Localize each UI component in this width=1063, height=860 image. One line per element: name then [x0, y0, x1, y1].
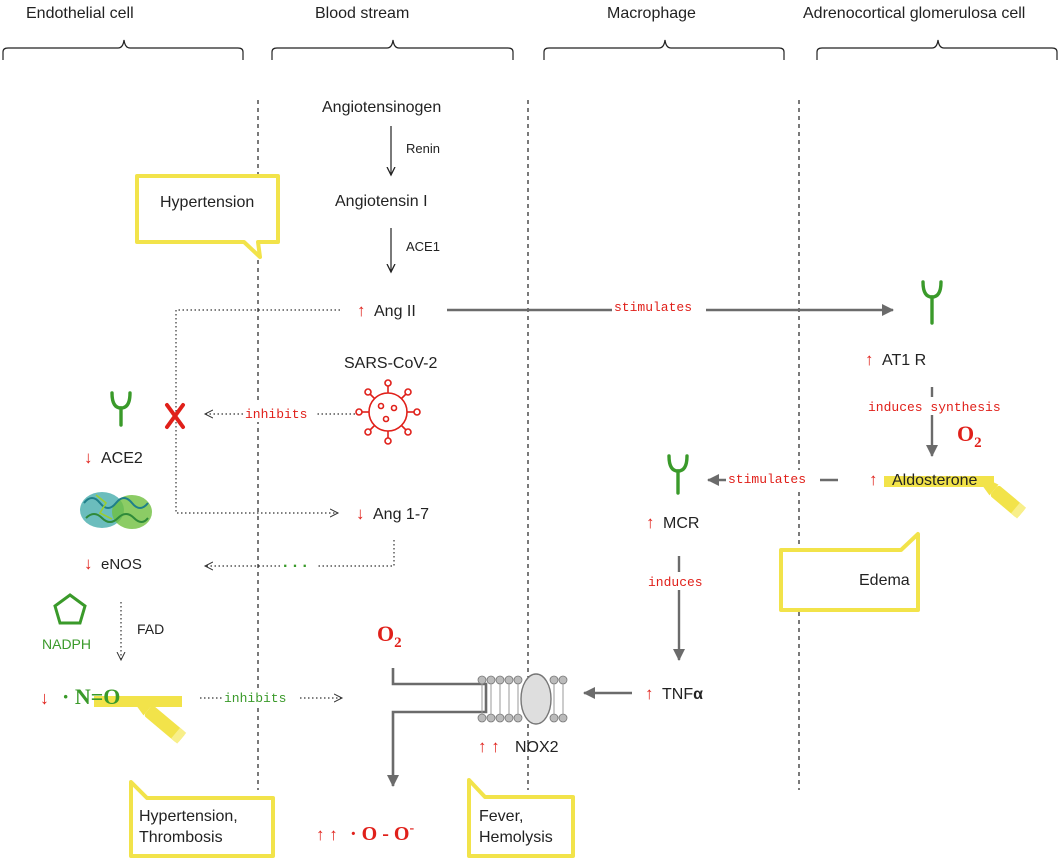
superoxide-sup: - [409, 821, 414, 836]
o2-blood-sub: 2 [394, 635, 402, 651]
at1r-label: AT1 R [882, 352, 926, 369]
at1r-up: ↑ [865, 350, 874, 369]
label-bg-dots [280, 558, 316, 572]
sars-cov-2-label: SARS-CoV-2 [344, 355, 437, 372]
callout-ht-line1: Hypertension, [139, 808, 238, 825]
callout-ht-line2: Thrombosis [139, 829, 223, 846]
renin-label: Renin [406, 141, 440, 156]
aldosterone-highlighter-icon [982, 479, 1027, 519]
header-adrenal: Adrenocortical glomerulosa cell [803, 5, 1025, 22]
enos-label: eNOS [101, 556, 142, 573]
no-down: ↓ [40, 688, 49, 708]
highlighter-pen-icon [136, 699, 187, 744]
inhibits-label-no: inhibits [224, 691, 286, 706]
ace2-down: ↓ [84, 448, 93, 467]
label-bg-induces [646, 572, 712, 590]
label-bg-stimulates-ang [612, 298, 706, 316]
no-label: · N=O [62, 684, 120, 709]
tnf-alpha: α [693, 686, 703, 703]
dotted-path-ang17-to-enos [205, 540, 395, 566]
brace-macrophage [543, 39, 785, 60]
stimulates-label-ang: stimulates [614, 300, 692, 315]
ang17-down: ↓ [356, 504, 365, 523]
ang-ii-label: Ang II [374, 303, 416, 320]
brace-blood-stream [271, 39, 514, 60]
ace2-receptor-icon [110, 391, 132, 427]
nadph-label: NADPH [42, 636, 91, 652]
brace-endothelial [2, 39, 244, 60]
o2-adrenal-label: O2 [957, 421, 982, 451]
callout-fever-line1: Fever, [479, 808, 523, 825]
callout-fever-hemolysis: Fever, Hemolysis [467, 778, 575, 858]
angiotensin-i-label: Angiotensin I [335, 193, 428, 210]
mcr-receptor-icon [667, 454, 689, 495]
induces-label: induces [648, 575, 703, 590]
green-dots-label: · · · [283, 558, 308, 575]
callout-edema-text: Edema [859, 572, 910, 589]
callout-hypertension-thrombosis: Hypertension, Thrombosis [129, 780, 275, 858]
ace2-label: ACE2 [101, 450, 143, 467]
stimulates-label-ald: stimulates [728, 472, 806, 487]
fad-label: FAD [137, 621, 164, 637]
aldosterone-highlight [884, 476, 994, 487]
callout-hypertension: Hypertension [135, 174, 280, 259]
ang17-label: Ang 1-7 [373, 506, 429, 523]
superoxide-up: ↑ ↑ [316, 825, 338, 844]
label-bg-inhibits-no [222, 688, 298, 706]
label-bg-inhibits-sars [243, 404, 315, 422]
angiotensinogen-label: Angiotensinogen [322, 99, 441, 116]
o2-adrenal-sub: 2 [974, 435, 982, 451]
o2-blood-label: O2 [377, 621, 402, 651]
inhibits-label-sars: inhibits [245, 407, 307, 422]
header-macrophage: Macrophage [607, 5, 696, 22]
callout-hypertension-text: Hypertension [160, 194, 254, 211]
label-bg-stimulates-ald [726, 470, 820, 488]
superoxide-label: · O - O- [350, 821, 414, 845]
nox2-path [387, 668, 488, 787]
label-bg-induces-synthesis [866, 397, 1022, 415]
nox2-up: ↑ ↑ [478, 737, 500, 756]
ace1-label: ACE1 [406, 239, 440, 254]
enos-protein-icon [80, 492, 152, 529]
blocked-x-icon [165, 403, 185, 429]
callout-edema: Edema [779, 532, 920, 612]
induces-synthesis-label: induces synthesis [868, 400, 1001, 415]
brace-adrenal [816, 39, 1058, 60]
nox2-membrane-icon [477, 673, 568, 725]
aldosterone-label: Aldosterone [892, 472, 977, 489]
nox2-label: NOX2 [515, 739, 559, 756]
callout-fever-line2: Hemolysis [479, 829, 553, 846]
virus-icon [355, 379, 421, 445]
header-blood-stream: Blood stream [315, 5, 409, 22]
tnf-up: ↑ [645, 684, 654, 703]
aldosterone-up: ↑ [869, 470, 878, 489]
enos-down: ↓ [84, 554, 93, 573]
ang-ii-up: ↑ [357, 301, 366, 320]
header-endothelial: Endothelial cell [26, 5, 134, 22]
no-highlight [94, 696, 182, 707]
nadph-pentagon-icon [53, 593, 87, 625]
at1r-receptor-icon [921, 280, 943, 325]
tnf-label: TNFα [662, 686, 703, 703]
mcr-up: ↑ [646, 513, 655, 532]
mcr-label: MCR [663, 515, 699, 532]
